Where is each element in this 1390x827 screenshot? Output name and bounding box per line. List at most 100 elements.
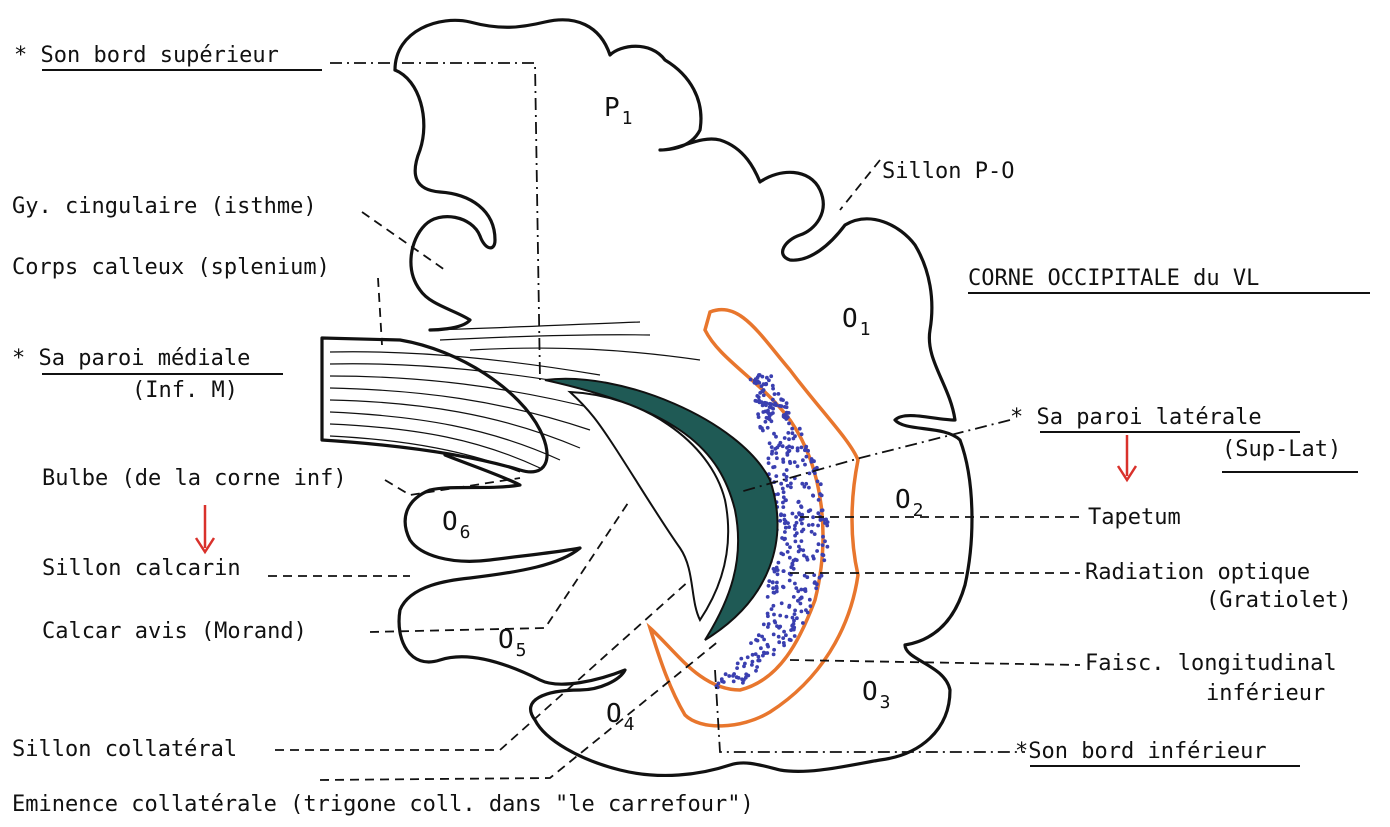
stipple-dot (791, 512, 795, 516)
stipple-dot (783, 530, 787, 534)
stipple-dot (816, 524, 820, 528)
stipple-dot (771, 581, 775, 585)
stipple-dot (766, 595, 770, 599)
stipple-dot (782, 490, 786, 494)
stipple-dot (817, 498, 821, 502)
stipple-dot (732, 672, 736, 676)
stipple-dot (776, 492, 780, 496)
stipple-dot (770, 445, 774, 449)
stipple-dot (799, 602, 803, 606)
stipple-dot (810, 530, 814, 534)
stipple-dot (777, 443, 781, 447)
stipple-dot (757, 633, 761, 637)
stipple-dot (823, 539, 827, 543)
stipple-dot (774, 435, 778, 439)
stipple-dot (821, 543, 825, 547)
stipple-dot (788, 579, 792, 583)
stipple-dot (785, 411, 789, 415)
label-gratiolet: (Gratiolet) (1206, 588, 1352, 613)
label-gyrus-cingulaire: Gy. cingulaire (isthme) (12, 194, 317, 219)
stipple-dot (793, 582, 797, 586)
stipple-dot (785, 615, 789, 619)
stipple-dot (771, 586, 775, 590)
stipple-dot (794, 515, 798, 519)
stipple-dot (800, 610, 804, 614)
label-paroi-laterale-sub: (Sup-Lat) (1222, 437, 1341, 462)
stipple-dot (795, 521, 799, 525)
stipple-dot (819, 518, 823, 522)
stipple-dot (766, 416, 770, 420)
stipple-dot (762, 393, 766, 397)
stipple-dot (773, 392, 777, 396)
label-bulbe: Bulbe (de la corne inf) (42, 466, 347, 491)
stipple-dot (772, 653, 776, 657)
stipple-dot (759, 426, 763, 430)
stipple-dot (757, 399, 761, 403)
stipple-dot (796, 464, 800, 468)
stipple-dot (805, 575, 809, 579)
stipple-dot (791, 627, 795, 631)
stipple-dot (805, 556, 809, 560)
stipple-dot (787, 605, 791, 609)
stipple-dot (772, 604, 776, 608)
stipple-dot (795, 616, 799, 620)
stipple-dot (807, 486, 811, 490)
stipple-dot (818, 492, 822, 496)
stipple-dot (826, 545, 830, 549)
stipple-dot (796, 500, 800, 504)
stipple-dot (786, 550, 790, 554)
stipple-dot (739, 657, 743, 661)
stipple-dot (800, 432, 804, 436)
red-arrow-left (196, 505, 214, 552)
stipple-dot (791, 431, 795, 435)
stipple-dot (786, 431, 790, 435)
stipple-dot (761, 404, 765, 408)
stipple-dot (762, 651, 766, 655)
stipple-dot (781, 444, 785, 448)
stipple-dot (798, 597, 802, 601)
stipple-dot (799, 518, 803, 522)
label-sillon-collateral: Sillon collatéral (12, 737, 237, 762)
stipple-dot (800, 530, 804, 534)
stipple-dot (758, 391, 762, 395)
stipple-dot (803, 587, 807, 591)
stipple-dot (800, 539, 804, 543)
stipple-dot (764, 403, 768, 407)
stipple-dot (789, 482, 793, 486)
stipple-dot (769, 406, 773, 410)
stipple-dot (809, 604, 813, 608)
stipple-dot (804, 447, 808, 451)
stipple-dot (811, 494, 815, 498)
stipple-dot (737, 676, 741, 680)
label-calcar-avis: Calcar avis (Morand) (42, 619, 307, 644)
stipple-dot (807, 523, 811, 527)
stipple-dot (781, 460, 785, 464)
label-paroi-mediale: * Sa paroi médiale (12, 346, 250, 371)
stipple-dot (764, 382, 768, 386)
stipple-dot (797, 545, 801, 549)
stipple-dot (754, 381, 758, 385)
label-radiation-optique: Radiation optique (1085, 560, 1310, 585)
stipple-dot (727, 674, 731, 678)
stipple-dot (796, 589, 800, 593)
stipple-dot (788, 449, 792, 453)
stipple-dot (769, 402, 773, 406)
stipple-dot (776, 568, 780, 572)
label-corps-calleux: Corps calleux (splenium) (12, 255, 330, 280)
label-bord-superieur: * Son bord supérieur (14, 43, 279, 68)
stipple-dot (780, 404, 784, 408)
stipple-dot (787, 422, 791, 426)
stipple-dot (785, 468, 789, 472)
stipple-dot (749, 378, 753, 382)
stipple-dot (793, 612, 797, 616)
stipple-dot (778, 519, 782, 523)
stipple-dot (800, 446, 804, 450)
stipple-dot (778, 614, 782, 618)
stipple-dot (777, 635, 781, 639)
stipple-dot (819, 482, 823, 486)
stipple-dot (816, 511, 820, 515)
stipple-dot (793, 460, 797, 464)
stipple-dot (788, 556, 792, 560)
